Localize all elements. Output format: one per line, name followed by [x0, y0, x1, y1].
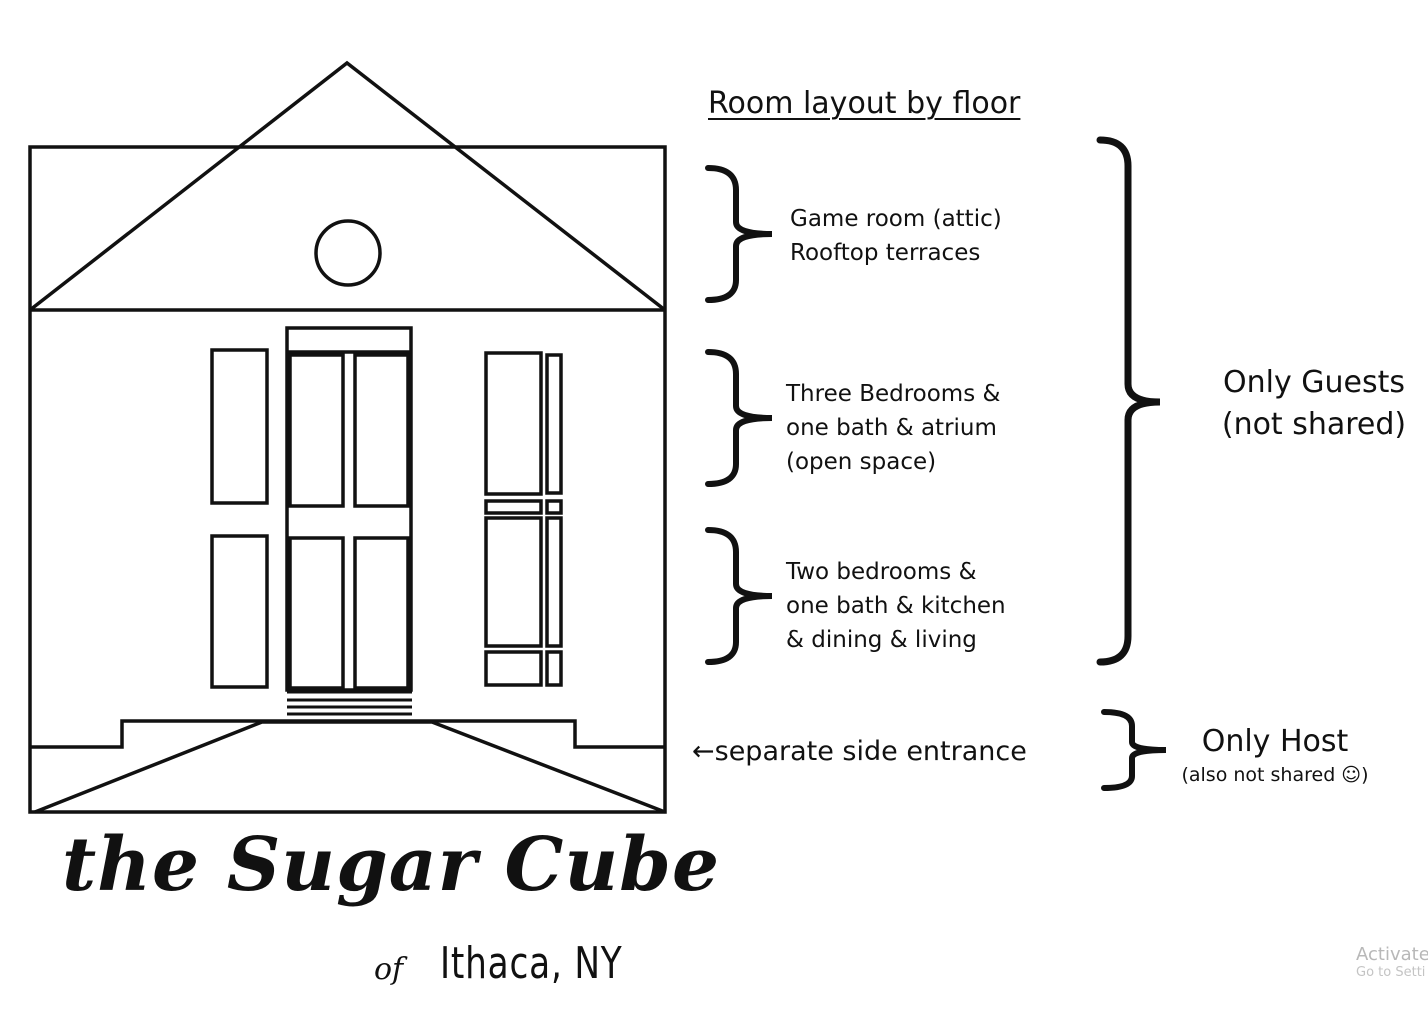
window-left-lower [210, 534, 269, 689]
guests-line-2: (not shared) [1221, 407, 1407, 442]
door-steps [287, 690, 412, 716]
window-right-mid [484, 516, 543, 648]
window-right-band [484, 499, 543, 515]
host-sub: (also not shared ☺) [1181, 764, 1369, 786]
layout-heading: Room layout by floor [708, 86, 1021, 121]
brace-main-floor [705, 527, 773, 665]
floor-line: Game room (attic) [790, 206, 1002, 232]
ground-line [30, 719, 665, 749]
brand-title: the Sugar Cube [62, 822, 721, 908]
guests-label: Only Guests (not shared) [1200, 362, 1428, 446]
window-right-strip-lower [545, 650, 563, 687]
window-right-upper [484, 351, 543, 496]
house-outline [28, 145, 667, 814]
window-right-strip-upper [545, 353, 563, 495]
walkway [34, 720, 666, 814]
floor-attic-text: Game room (attic) Rooftop terraces [790, 202, 1002, 270]
floor-line: one bath & atrium [786, 415, 997, 441]
door-panel-1 [288, 353, 345, 508]
host-main: Only Host [1201, 724, 1349, 759]
window-right-band-small [545, 499, 563, 515]
window-left-upper [210, 348, 269, 505]
roof [28, 60, 667, 312]
brace-host [1101, 709, 1167, 791]
house-illustration [28, 60, 667, 814]
attic-window [314, 219, 382, 287]
brand-city: Ithaca, NY [440, 938, 623, 989]
brace-upper-floor [705, 349, 773, 487]
side-entrance-label: ←separate side entrance [692, 736, 1027, 767]
floor-line: Rooftop terraces [790, 240, 981, 266]
watermark-line-2: Go to Setti [1356, 965, 1426, 980]
door-panel-2 [353, 353, 410, 508]
activation-watermark: Activate Go to Setti [1356, 944, 1428, 980]
host-label: Only Host (also not shared ☺) [1150, 722, 1400, 788]
watermark-line-1: Activate [1356, 944, 1428, 965]
floor-main-text: Two bedrooms & one bath & kitchen & dini… [786, 555, 1006, 657]
floor-line: Two bedrooms & [786, 559, 977, 585]
brace-attic [705, 165, 773, 303]
floor-line: one bath & kitchen [786, 593, 1006, 619]
door-frame [285, 326, 413, 692]
window-right-strip-mid [545, 516, 563, 648]
door-panel-4 [353, 536, 410, 690]
brand-of: of [374, 952, 404, 987]
guests-line-1: Only Guests [1223, 365, 1405, 400]
brace-guests [1096, 136, 1161, 666]
floor-line: & dining & living [786, 627, 977, 653]
floor-upper-text: Three Bedrooms & one bath & atrium (open… [786, 377, 1000, 479]
window-right-lower [484, 650, 543, 687]
door-panel-3 [288, 536, 345, 690]
floor-line: Three Bedrooms & [786, 381, 1001, 407]
floor-line: (open space) [786, 449, 937, 475]
